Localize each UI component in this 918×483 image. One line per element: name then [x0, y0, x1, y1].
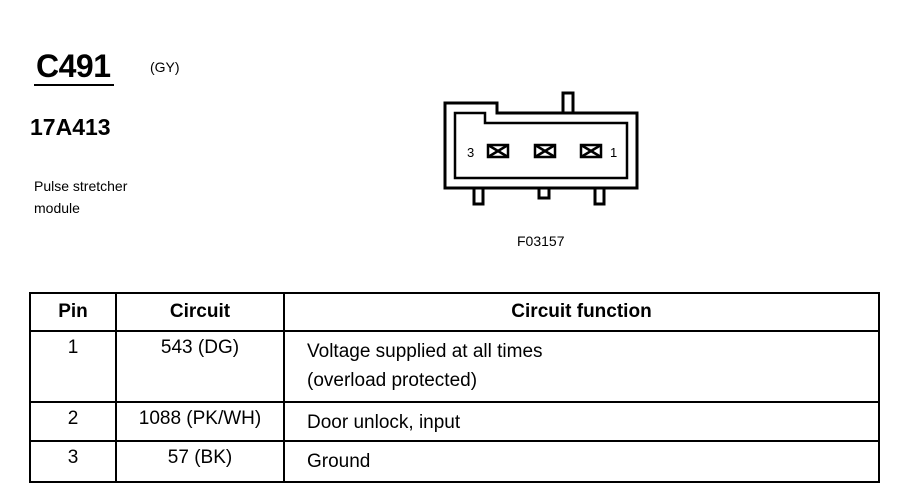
cavity-1: [579, 143, 603, 159]
terminal-right: [593, 188, 606, 206]
part-number: 17A413: [30, 114, 111, 140]
table-row: 3 57 (BK) Ground: [29, 440, 880, 483]
terminal-center: [537, 188, 551, 200]
cell-circuit: 1088 (PK/WH): [115, 401, 285, 442]
figure-id: F03157: [517, 233, 565, 249]
pin-label-1: 1: [610, 145, 617, 160]
cell-circuit-function: Ground: [283, 440, 880, 483]
pinout-table: Pin Circuit Circuit function 1 543 (DG) …: [29, 292, 880, 483]
header-circuit-function: Circuit function: [283, 292, 880, 332]
cavity-3: [486, 143, 510, 159]
connector-id-underline: [34, 84, 114, 86]
cell-pin: 1: [29, 330, 117, 403]
description-line-2: module: [34, 200, 80, 216]
function-line: Ground: [307, 451, 371, 472]
connector-id: C491: [36, 48, 111, 84]
header-circuit: Circuit: [115, 292, 285, 332]
connector-color-code: (GY): [150, 59, 180, 75]
cell-pin: 2: [29, 401, 117, 442]
table-row: 1 543 (DG) Voltage supplied at all times…: [29, 330, 880, 403]
table-header-row: Pin Circuit Circuit function: [29, 292, 880, 332]
description-line-1: Pulse stretcher: [34, 178, 128, 194]
function-line: (overload protected): [307, 370, 478, 391]
cell-pin: 3: [29, 440, 117, 483]
connector-housing-inner: [453, 111, 629, 180]
cell-circuit-function: Voltage supplied at all times (overload …: [283, 330, 880, 403]
function-line: Voltage supplied at all times: [307, 341, 543, 362]
cavity-2: [533, 143, 557, 159]
table-row: 2 1088 (PK/WH) Door unlock, input: [29, 401, 880, 442]
terminal-left: [472, 188, 485, 206]
function-line: Door unlock, input: [307, 412, 461, 433]
component-description: Pulse stretcher module: [34, 175, 194, 219]
cell-circuit: 543 (DG): [115, 330, 285, 403]
cell-circuit: 57 (BK): [115, 440, 285, 483]
pin-label-3: 3: [467, 145, 474, 160]
connector-face-diagram: 3 1: [443, 91, 639, 206]
header-pin: Pin: [29, 292, 117, 332]
cell-circuit-function: Door unlock, input: [283, 401, 880, 442]
